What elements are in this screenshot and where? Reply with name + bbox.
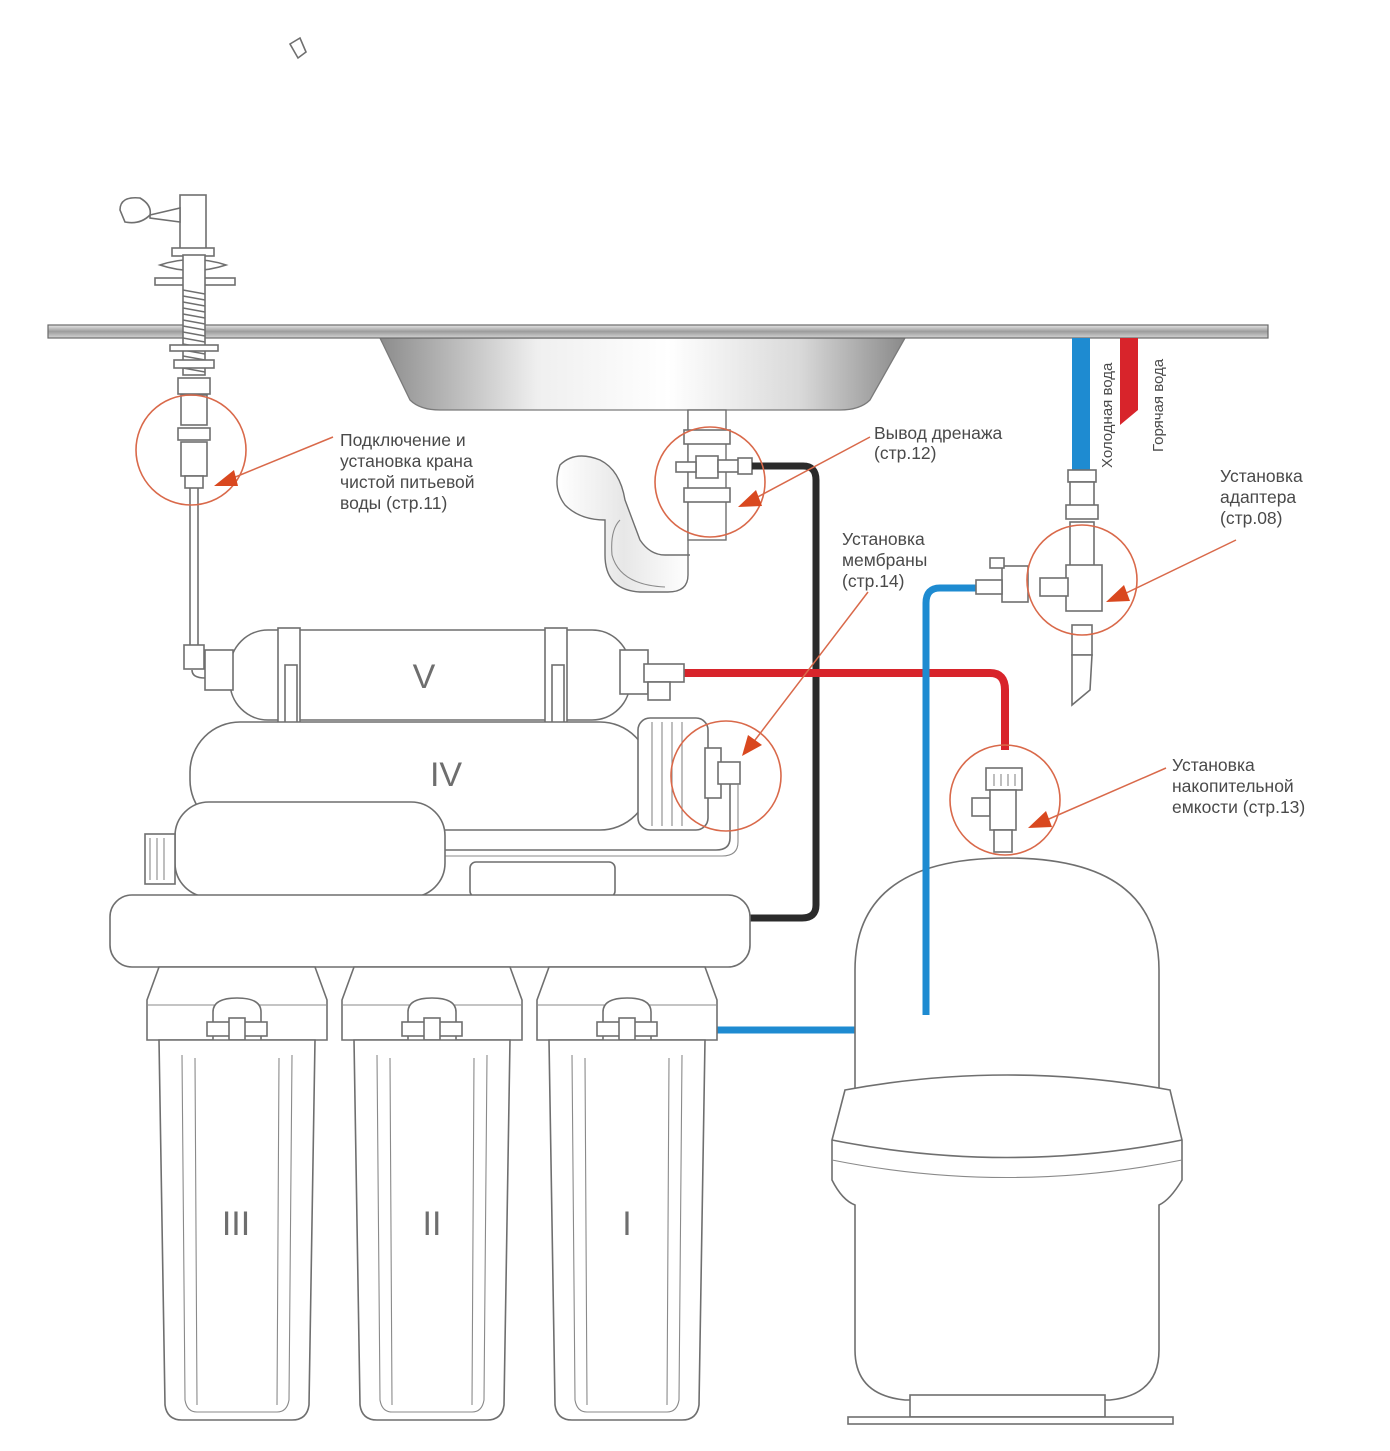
label-membrane: Установка мембраны (стр.14) — [842, 529, 932, 591]
leader-drain — [738, 436, 871, 507]
base-plate — [109, 894, 751, 968]
callout-circle-membrane — [670, 720, 782, 832]
filter-iii — [146, 966, 328, 1421]
sink — [47, 324, 1269, 411]
label-drain: Вывод дренажа (стр.12) — [874, 423, 1007, 463]
stage-label-iv: IV — [430, 756, 462, 794]
filter-i — [536, 966, 718, 1421]
tank-supply-line — [684, 669, 1009, 750]
pump-housing — [144, 801, 616, 898]
label-cold-water: Холодная вода — [1099, 362, 1116, 468]
stage-label-v: V — [413, 658, 436, 696]
drain-trap — [556, 409, 753, 593]
vertical-filters — [146, 966, 718, 1421]
callout-circle-faucet — [135, 394, 247, 506]
drain-line — [748, 462, 820, 922]
callout-circle-tank — [949, 744, 1061, 856]
callout-circle-adapter — [1026, 524, 1138, 636]
faucet — [119, 34, 307, 679]
filter-ii — [341, 966, 523, 1421]
leader-tank — [1028, 767, 1167, 828]
stage-label-i: I — [622, 1205, 631, 1243]
stage-label-ii: II — [423, 1205, 442, 1243]
adapter — [975, 469, 1103, 707]
label-hot-water: Горячая вода — [1150, 358, 1167, 452]
leader-adapter — [1106, 539, 1237, 602]
label-faucet: Подключение и установка крана чистой пит… — [340, 430, 479, 513]
leader-membrane — [742, 591, 869, 756]
label-adapter: Установка адаптера (стр.08) — [1220, 466, 1308, 528]
leader-faucet — [214, 436, 334, 486]
hot-water-pipe — [1120, 338, 1138, 425]
stage-label-iii: III — [222, 1205, 250, 1243]
label-tank: Установка накопительной емкости (стр.13) — [1172, 755, 1305, 817]
storage-tank — [831, 767, 1183, 1425]
cold-water-pipe — [1072, 338, 1090, 470]
callout-circle-drain — [654, 426, 766, 538]
